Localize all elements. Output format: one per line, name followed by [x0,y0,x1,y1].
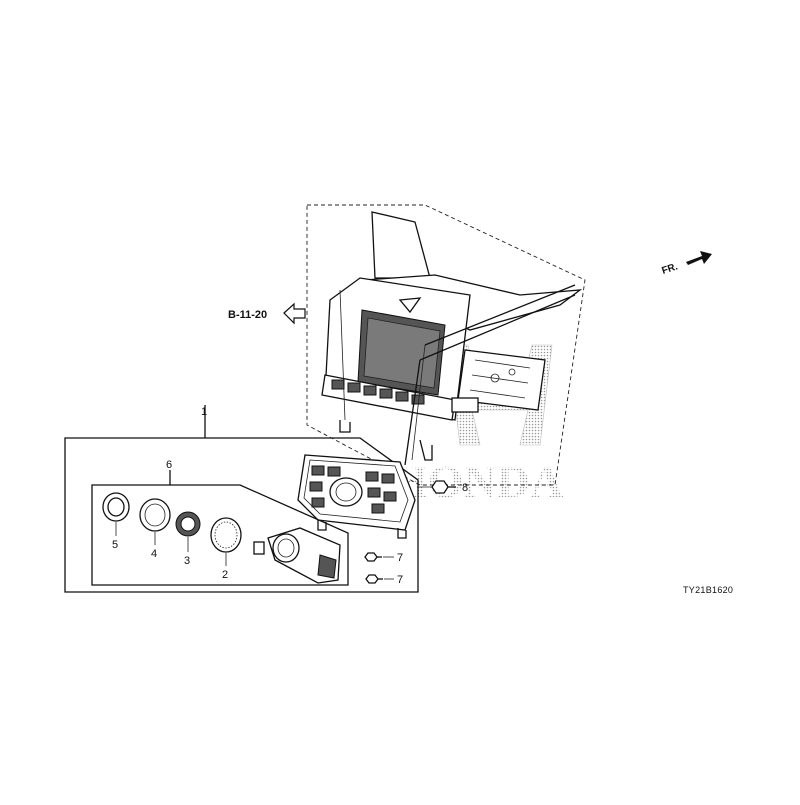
callout-7-upper: 7 [397,552,403,564]
callout-5: 5 [112,539,118,551]
callout-1: 1 [201,406,207,418]
ring-part-5 [102,492,130,536]
screw-8 [431,480,456,494]
arrow-right-icon [686,251,712,265]
callout-2: 2 [222,569,228,581]
callout-3: 3 [184,555,190,567]
ring-part-4 [139,498,171,545]
knurled-ring-part-2 [210,517,242,566]
screw-7-upper [364,552,382,562]
drawing-code: TY21B1620 [683,585,733,595]
hollow-arrow-left-icon [283,302,306,325]
knob-part-3 [175,511,201,552]
front-direction-indicator: FR. [661,251,712,277]
display-audio-unit [321,211,583,466]
reference-label[interactable]: B-11-20 [228,309,267,321]
center-dial [329,477,363,507]
callout-6: 6 [166,459,172,471]
switch-assembly [253,527,341,584]
direction-label: FR. [661,261,680,277]
assembly-outline [64,437,419,593]
display-unit-group-outline [306,204,586,486]
heater-control-panel [297,454,416,539]
callout-8: 8 [462,482,468,494]
control-panel-buttons [309,465,397,514]
screw-7-lower [365,574,383,584]
reference-arrow-b-11-20[interactable]: B-11-20 [228,302,306,325]
callout-7-lower: 7 [397,574,403,586]
knob-kit-outline [91,484,349,586]
callout-4: 4 [151,548,157,560]
honda-wordmark: HONDA [392,456,563,507]
